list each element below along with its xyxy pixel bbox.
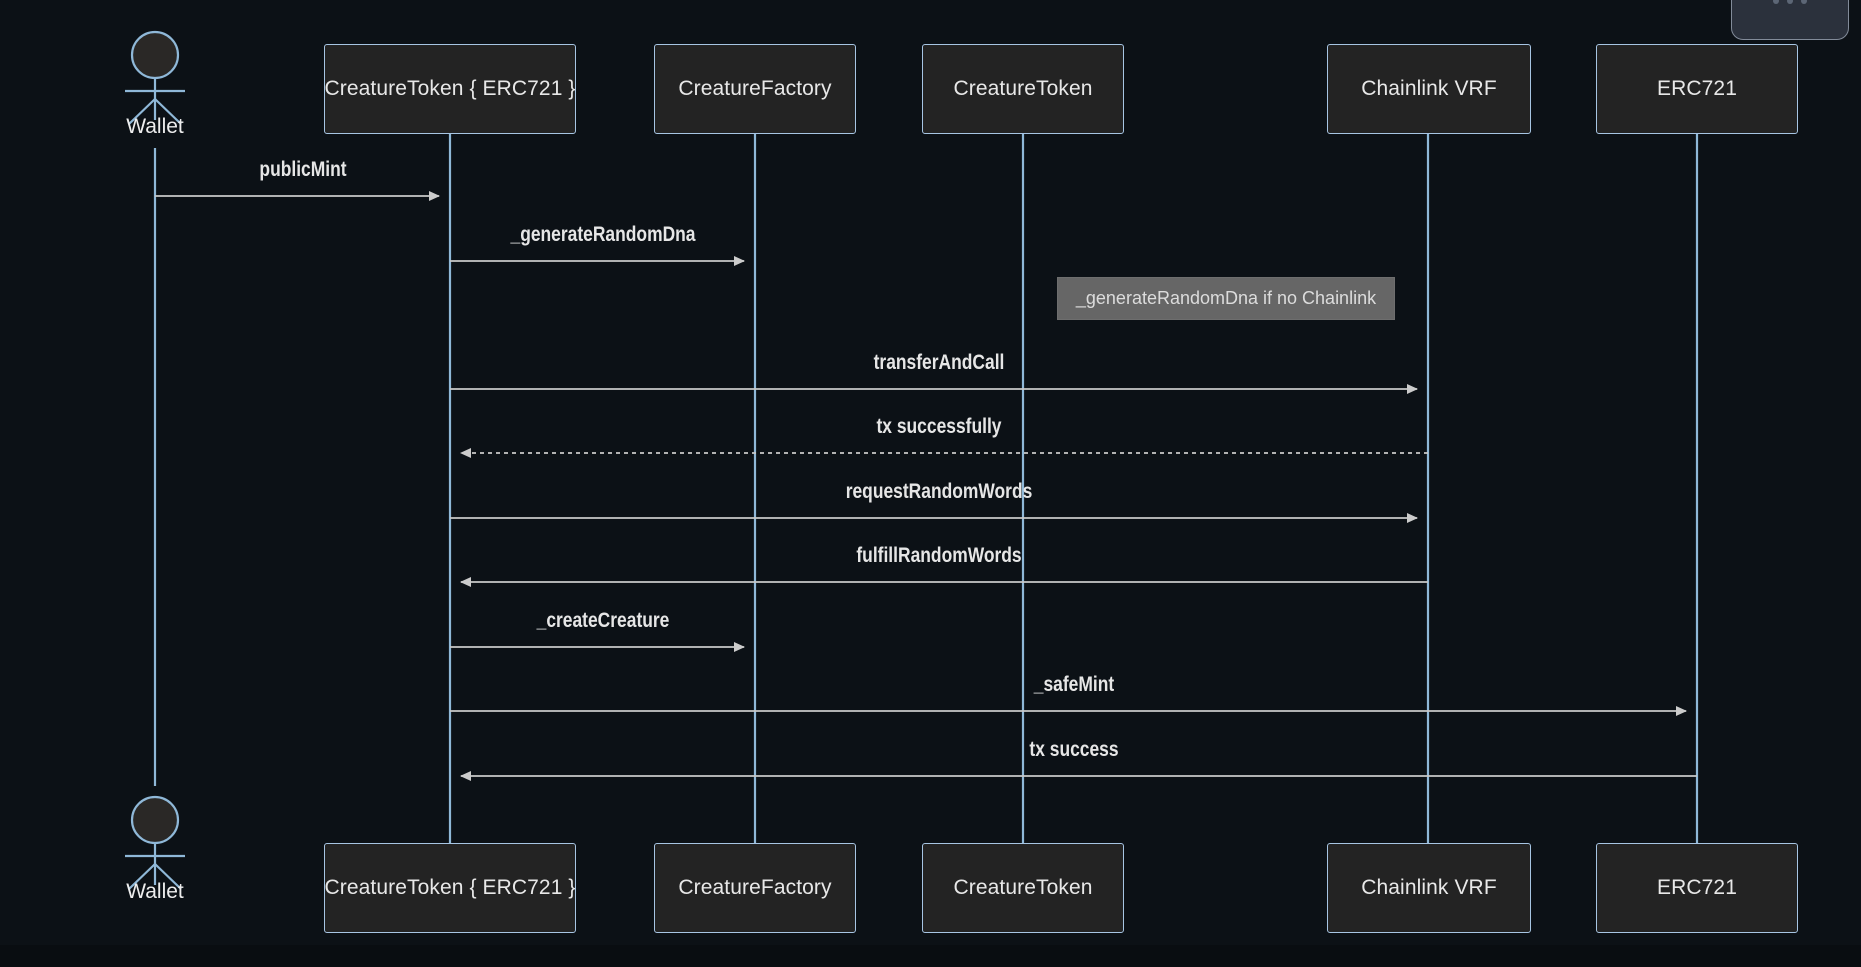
participant-label: CreatureToken { ERC721 } xyxy=(324,77,576,100)
participant-box-top-4[interactable]: ERC721 xyxy=(1596,44,1798,134)
message-label-1: _generateRandomDna xyxy=(509,223,695,246)
actor-head-icon xyxy=(130,30,180,80)
participant-label: ERC721 xyxy=(1657,876,1737,899)
participant-box-bottom-1[interactable]: CreatureFactory xyxy=(654,843,856,933)
message-arrows-group xyxy=(155,191,1697,781)
message-label-4: requestRandomWords xyxy=(845,480,1033,503)
actor-label-wallet-bottom: Wallet xyxy=(126,880,184,903)
participant-label: CreatureToken xyxy=(953,876,1093,899)
message-label-0: publicMint xyxy=(258,158,347,181)
participant-box-bottom-3[interactable]: Chainlink VRF xyxy=(1327,843,1531,933)
lifelines-group xyxy=(448,134,1699,843)
message-label-5: fulfillRandomWords xyxy=(856,544,1022,567)
toolbar-dot-icon xyxy=(1787,0,1793,4)
note-generate-random-dna: _generateRandomDna if no Chainlink xyxy=(1057,277,1395,320)
message-label-3: tx successfully xyxy=(876,415,1002,438)
participant-box-top-0[interactable]: CreatureToken { ERC721 } xyxy=(324,44,576,134)
participant-box-top-2[interactable]: CreatureToken xyxy=(922,44,1124,134)
message-label-2: transferAndCall xyxy=(873,351,1005,374)
participant-box-bottom-2[interactable]: CreatureToken xyxy=(922,843,1124,933)
participant-label: CreatureToken xyxy=(953,77,1093,100)
viewport-bottom-strip xyxy=(0,945,1861,967)
message-label-7: _safeMint xyxy=(1033,673,1114,696)
message-label-8: tx success xyxy=(1028,738,1119,761)
participant-label: Chainlink VRF xyxy=(1361,876,1497,899)
participant-label: CreatureFactory xyxy=(678,77,832,100)
participant-label: CreatureToken { ERC721 } xyxy=(324,876,576,899)
actor-leg-left-icon xyxy=(128,98,156,125)
message-label-6: _createCreature xyxy=(536,609,669,632)
actor-figures-group xyxy=(125,30,185,890)
actor-leg-left-icon xyxy=(128,863,156,890)
participant-label: ERC721 xyxy=(1657,77,1737,100)
actor-leg-right-icon xyxy=(154,863,182,890)
actor-leg-right-icon xyxy=(154,98,182,125)
floating-toolbar-chip[interactable] xyxy=(1731,0,1849,40)
actor-head-icon xyxy=(130,795,180,845)
participant-box-top-3[interactable]: Chainlink VRF xyxy=(1327,44,1531,134)
participant-box-top-1[interactable]: CreatureFactory xyxy=(654,44,856,134)
participant-box-bottom-4[interactable]: ERC721 xyxy=(1596,843,1798,933)
participant-box-bottom-0[interactable]: CreatureToken { ERC721 } xyxy=(324,843,576,933)
participant-label: CreatureFactory xyxy=(678,876,832,899)
actor-label-wallet-top: Wallet xyxy=(126,115,184,138)
toolbar-dot-icon xyxy=(1773,0,1779,4)
participant-label: Chainlink VRF xyxy=(1361,77,1497,100)
toolbar-dot-icon xyxy=(1801,0,1807,4)
